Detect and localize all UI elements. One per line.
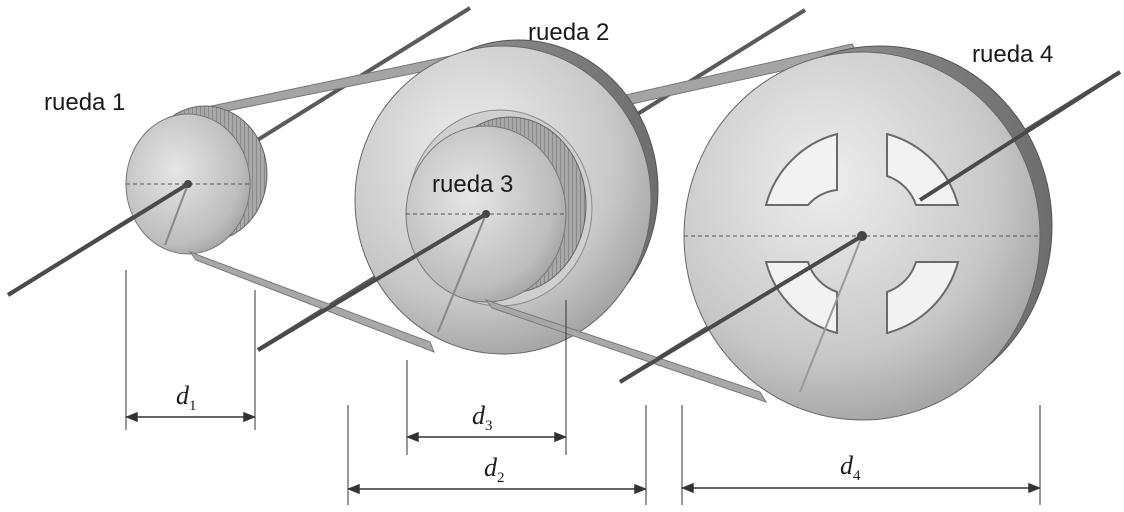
wheel-3-radius bbox=[437, 213, 487, 333]
axle-wheel-3-front bbox=[256, 212, 488, 352]
wheel-4 bbox=[683, 45, 1053, 421]
belt-1-2-bottom bbox=[188, 250, 435, 353]
wheel-1 bbox=[125, 105, 268, 255]
wheel-4-radius bbox=[799, 235, 863, 393]
d3-arrow bbox=[405, 431, 568, 443]
wheel-2-label: rueda 2 bbox=[528, 19, 609, 46]
wheel-1-radius bbox=[164, 183, 189, 246]
axles-front bbox=[6, 70, 1122, 384]
wheel-4-label: rueda 4 bbox=[972, 41, 1053, 68]
wheel-1-label: rueda 1 bbox=[44, 89, 125, 116]
d1-arrow bbox=[124, 411, 257, 423]
d4-label: d4 bbox=[840, 451, 861, 484]
axle-wheel-4-back bbox=[918, 70, 1122, 202]
dimension-guides bbox=[125, 270, 1041, 505]
axle-wheel-4-front bbox=[618, 234, 864, 384]
belt-3-4-bottom bbox=[484, 299, 768, 403]
wheel-labels: rueda 1 rueda 2 rueda 3 rueda 4 bbox=[44, 19, 1053, 198]
d1-label: d1 bbox=[176, 381, 197, 414]
wheel-4-hole-bottom-right bbox=[886, 261, 960, 335]
wheel-4-hole-top-left bbox=[764, 132, 838, 206]
d2-arrow bbox=[346, 483, 648, 495]
wheel-4-spoke-holes bbox=[764, 132, 960, 335]
d2-label: d2 bbox=[484, 453, 505, 486]
dimension-arrows bbox=[124, 411, 1042, 495]
wheel-3 bbox=[405, 109, 593, 333]
axle-wheel-1-front bbox=[6, 182, 190, 297]
d4-arrow bbox=[680, 482, 1042, 494]
d3-label: d3 bbox=[472, 401, 493, 434]
belts-front bbox=[188, 250, 768, 403]
dimension-labels: d1 d3 d2 d4 bbox=[176, 381, 861, 486]
wheel-3-label: rueda 3 bbox=[432, 171, 513, 198]
